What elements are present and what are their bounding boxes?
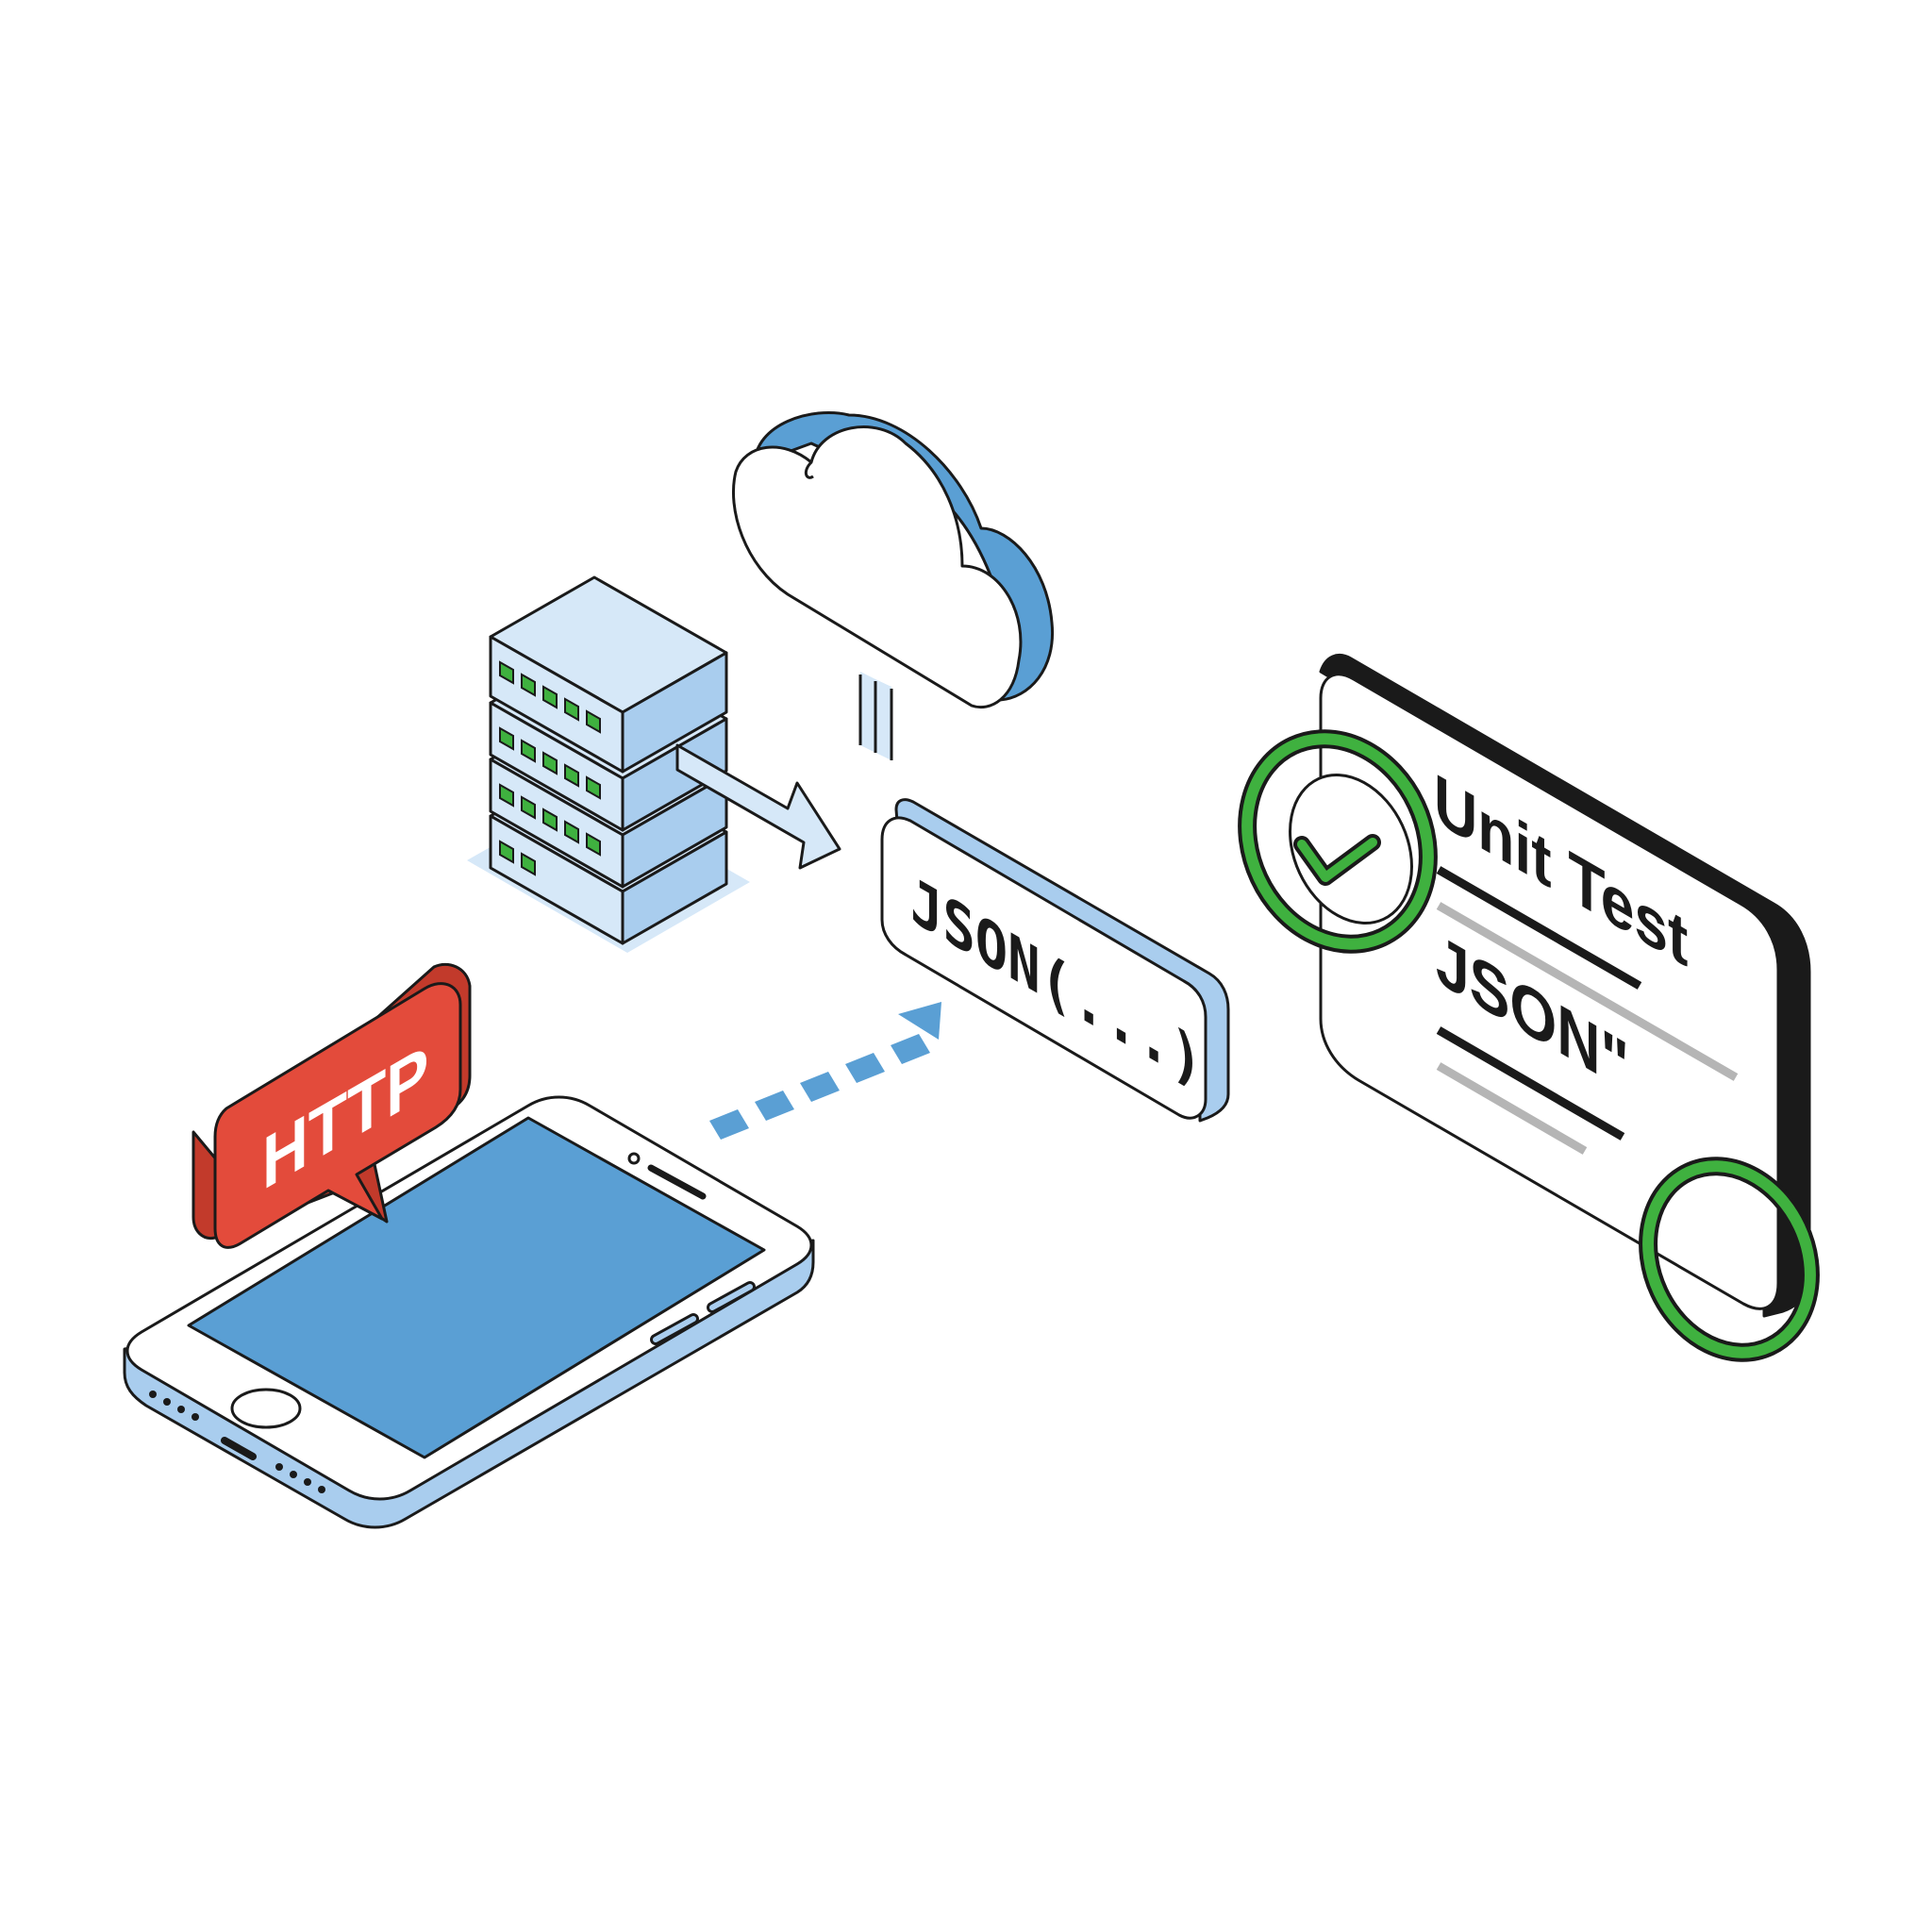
- server-rack-icon: [467, 575, 750, 953]
- status-ring-icon: [1639, 1157, 1820, 1362]
- dashed-arrow-icon: [709, 1002, 941, 1140]
- server-arrow-icon: [675, 743, 841, 870]
- unit-test-card: Unit Test JSON": [1319, 654, 1811, 1318]
- checkmark-icon: [1238, 729, 1438, 954]
- smartphone-icon: [123, 1095, 815, 1529]
- json-box: JSON(...): [880, 798, 1230, 1123]
- connector-bar: [858, 672, 893, 760]
- cloud-icon: [731, 410, 1055, 709]
- http-bubble: HTTP: [192, 962, 472, 1249]
